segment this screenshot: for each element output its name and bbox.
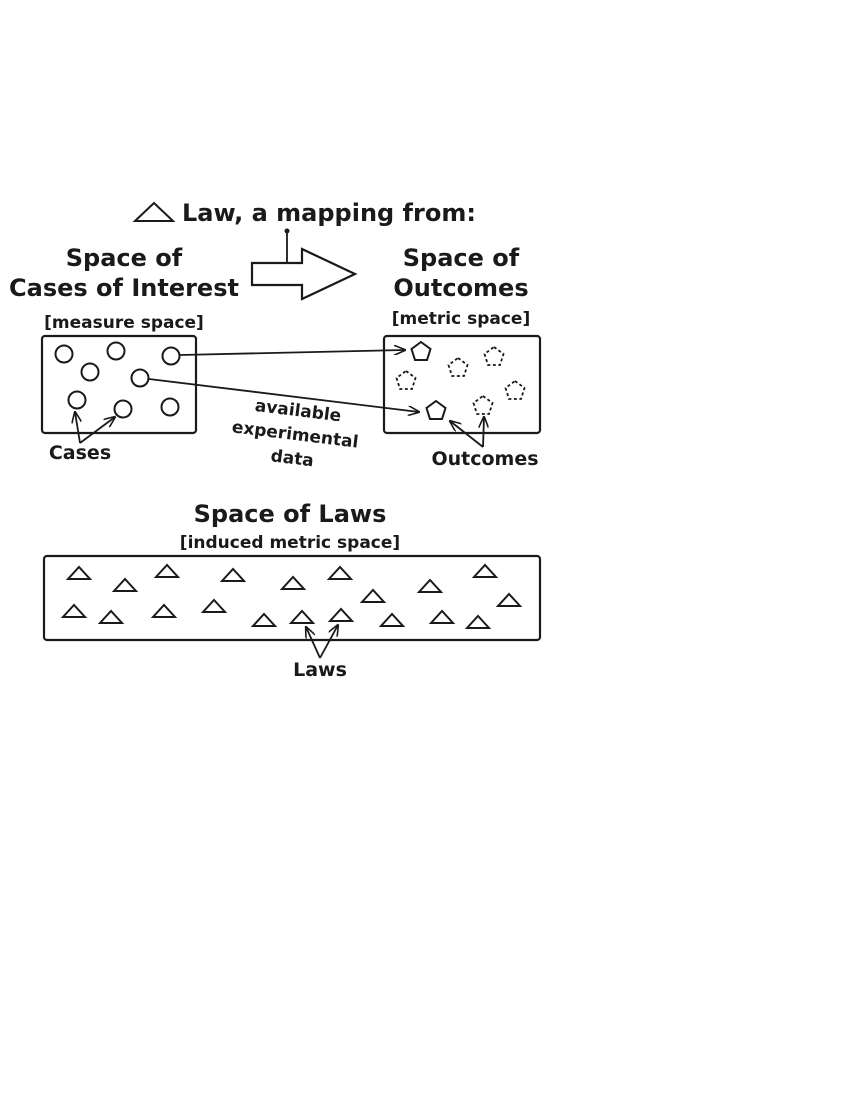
observed-outcome-pentagon-icon [425,399,447,420]
domain-space-subtitle: [measure space] [44,313,204,333]
law-triangle-icon [219,567,247,582]
case-circle-icon [106,341,126,361]
data-note-line3: data [270,446,315,471]
law-triangle-icon [200,598,228,613]
possible-outcome-dashed-pentagon-icon [395,369,417,390]
case-circle-icon [80,362,100,382]
outcome-pentagons [395,340,526,420]
law-space-title: Space of Laws [194,500,387,528]
law-triangle-icon [97,609,125,624]
law-triangle-icon [279,575,307,590]
cases-label: Cases [49,442,111,464]
outcome-space-title-line1: Space of [403,244,520,272]
laws-pointer-2 [319,625,338,659]
law-header-label: Law, a mapping from: [182,199,476,227]
data-arrow-1 [179,350,405,356]
law-triangle-icon [359,588,387,603]
case-circle-icon [160,397,180,417]
outcomes-box [382,334,542,435]
possible-outcome-dashed-pentagon-icon [472,394,494,415]
laws-label: Laws [293,659,347,681]
law-triangle-icon [378,612,406,627]
cases-pointer-1 [75,412,80,444]
law-triangle-icon [288,609,316,624]
cases-box [40,334,198,435]
outcome-space-title-line2: Outcomes [393,274,528,302]
outcomes-pointer-2 [483,417,484,448]
law-triangle-icon [327,607,355,622]
domain-space-title-line2: Cases of Interest [9,274,239,302]
outcome-space-subtitle: [metric space] [392,309,530,329]
arrow-pin-dot [284,228,290,234]
law-triangle-icon [132,201,176,222]
outcomes-pointer-1 [450,421,484,448]
case-circles [54,341,181,419]
observed-outcome-pentagon-icon [410,340,432,361]
law-triangle-icon [326,565,354,580]
case-circle-icon [67,390,87,410]
law-triangle-icon [416,578,444,593]
law-triangle-icon [60,603,88,618]
law-triangles [60,563,523,629]
domain-space-title-line1: Space of [66,244,183,272]
possible-outcome-dashed-pentagon-icon [504,379,526,400]
laws-pointer-1 [306,627,321,659]
law-triangle-icon [250,612,278,627]
hollow-arrow-icon [250,247,358,301]
possible-outcome-dashed-pentagon-icon [483,345,505,366]
law-triangle-icon [428,609,456,624]
law-triangle-icon [471,563,499,578]
law-triangle-icon [153,563,181,578]
case-circle-icon [161,346,181,366]
case-circle-icon [113,399,133,419]
outcomes-label: Outcomes [431,448,538,470]
data-note: available experimental data [231,396,360,471]
laws-box [42,554,542,642]
law-triangle-icon [150,603,178,618]
law-triangle-icon [495,592,523,607]
possible-outcome-dashed-pentagon-icon [447,356,469,377]
case-circle-icon [54,344,74,364]
law-triangle-icon [111,577,139,592]
law-space-subtitle: [induced metric space] [180,533,400,553]
law-triangle-icon [464,614,492,629]
data-arrow-2 [148,378,419,412]
case-circle-icon [130,368,150,388]
law-triangle-icon [65,565,93,580]
cases-pointer-2 [79,417,115,444]
